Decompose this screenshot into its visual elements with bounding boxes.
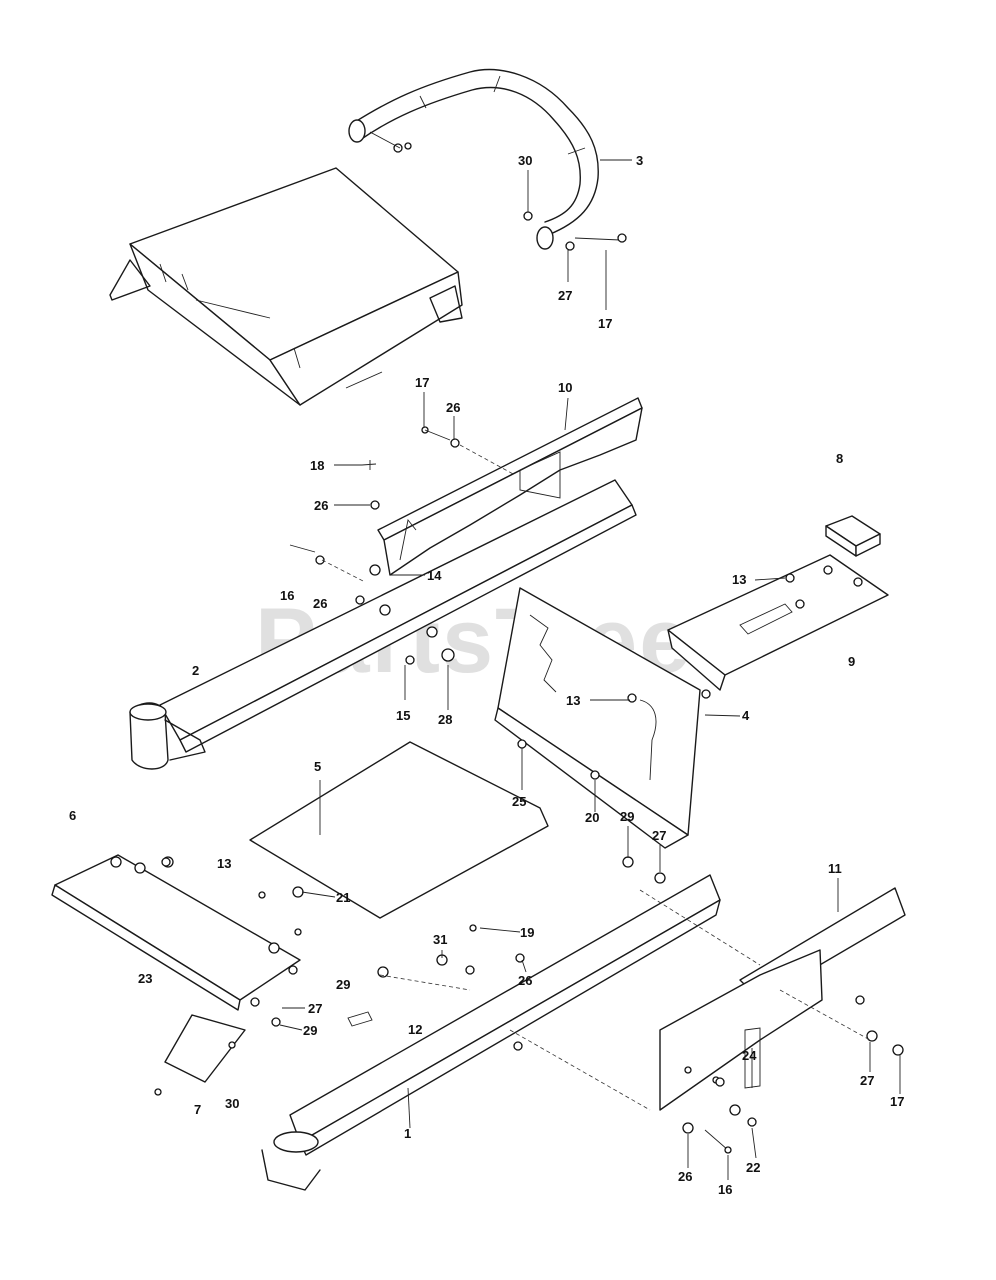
callout-labels: 3 30 27 17 10 17 26 18 8 26 14 16 26 13 … [69, 153, 904, 1197]
callout-22[interactable]: 22 [746, 1160, 760, 1175]
fastener-hardware [161, 426, 904, 1154]
callout-16-bottom[interactable]: 16 [718, 1182, 732, 1197]
callout-13-plate[interactable]: 13 [732, 572, 746, 587]
part-1-frame-rail[interactable] [261, 874, 721, 1191]
callout-29-left[interactable]: 29 [303, 1023, 317, 1038]
callout-26-bottom[interactable]: 26 [678, 1169, 692, 1184]
callout-27-right[interactable]: 27 [652, 828, 666, 843]
callout-8[interactable]: 8 [836, 451, 843, 466]
callout-leaders [279, 159, 901, 1180]
callout-28[interactable]: 28 [438, 712, 452, 727]
callout-6[interactable]: 6 [69, 808, 76, 823]
callout-12[interactable]: 12 [408, 1022, 422, 1037]
callout-13-bracket[interactable]: 13 [566, 693, 580, 708]
callout-7[interactable]: 7 [194, 1102, 201, 1117]
callout-2[interactable]: 2 [192, 663, 199, 678]
callout-17-top[interactable]: 17 [598, 316, 612, 331]
part-3-bolts [369, 131, 627, 251]
callout-26-upper[interactable]: 26 [446, 400, 460, 415]
callout-31[interactable]: 31 [433, 932, 447, 947]
part-3-handle-bar[interactable] [348, 68, 599, 250]
callout-27-bottom[interactable]: 27 [860, 1073, 874, 1088]
seat-pan-box[interactable] [109, 167, 463, 406]
callout-17-bottom[interactable]: 17 [890, 1094, 904, 1109]
callout-24[interactable]: 24 [742, 1048, 757, 1063]
callout-25[interactable]: 25 [512, 794, 526, 809]
callout-27-left[interactable]: 27 [308, 1001, 322, 1016]
callout-15[interactable]: 15 [396, 708, 410, 723]
assembly-lines [321, 444, 871, 1111]
callout-11[interactable]: 11 [828, 861, 842, 876]
callout-13-left[interactable]: 13 [217, 856, 231, 871]
callout-14[interactable]: 14 [427, 568, 442, 583]
callout-26-mid[interactable]: 26 [314, 498, 328, 513]
callout-20[interactable]: 20 [585, 810, 599, 825]
part-7-bracket[interactable] [154, 1014, 246, 1096]
part-2-frame-rail[interactable] [129, 479, 637, 770]
callout-29-right[interactable]: 29 [620, 809, 634, 824]
callout-9[interactable]: 9 [848, 654, 855, 669]
part-23-bracket[interactable] [51, 854, 301, 1011]
callout-16-upper[interactable]: 16 [280, 588, 294, 603]
callout-10[interactable]: 10 [558, 380, 572, 395]
callout-1[interactable]: 1 [404, 1126, 411, 1141]
callout-21[interactable]: 21 [336, 890, 350, 905]
callout-29-center[interactable]: 29 [336, 977, 350, 992]
callout-17-mid[interactable]: 17 [415, 375, 429, 390]
callout-26-center[interactable]: 26 [518, 973, 532, 988]
callout-30-bottom[interactable]: 30 [225, 1096, 239, 1111]
callout-4[interactable]: 4 [742, 708, 750, 723]
part-5-floor-plate[interactable] [249, 741, 549, 919]
callout-26-left[interactable]: 26 [313, 596, 327, 611]
callout-27-top[interactable]: 27 [558, 288, 572, 303]
part-9-plate[interactable] [667, 554, 889, 691]
part-10-rail[interactable] [377, 397, 643, 576]
callout-30-top[interactable]: 30 [518, 153, 532, 168]
callout-18[interactable]: 18 [310, 458, 324, 473]
callout-19[interactable]: 19 [520, 925, 534, 940]
callout-5[interactable]: 5 [314, 759, 321, 774]
callout-23[interactable]: 23 [138, 971, 152, 986]
callout-3[interactable]: 3 [636, 153, 643, 168]
part-8-pad[interactable] [825, 515, 881, 557]
